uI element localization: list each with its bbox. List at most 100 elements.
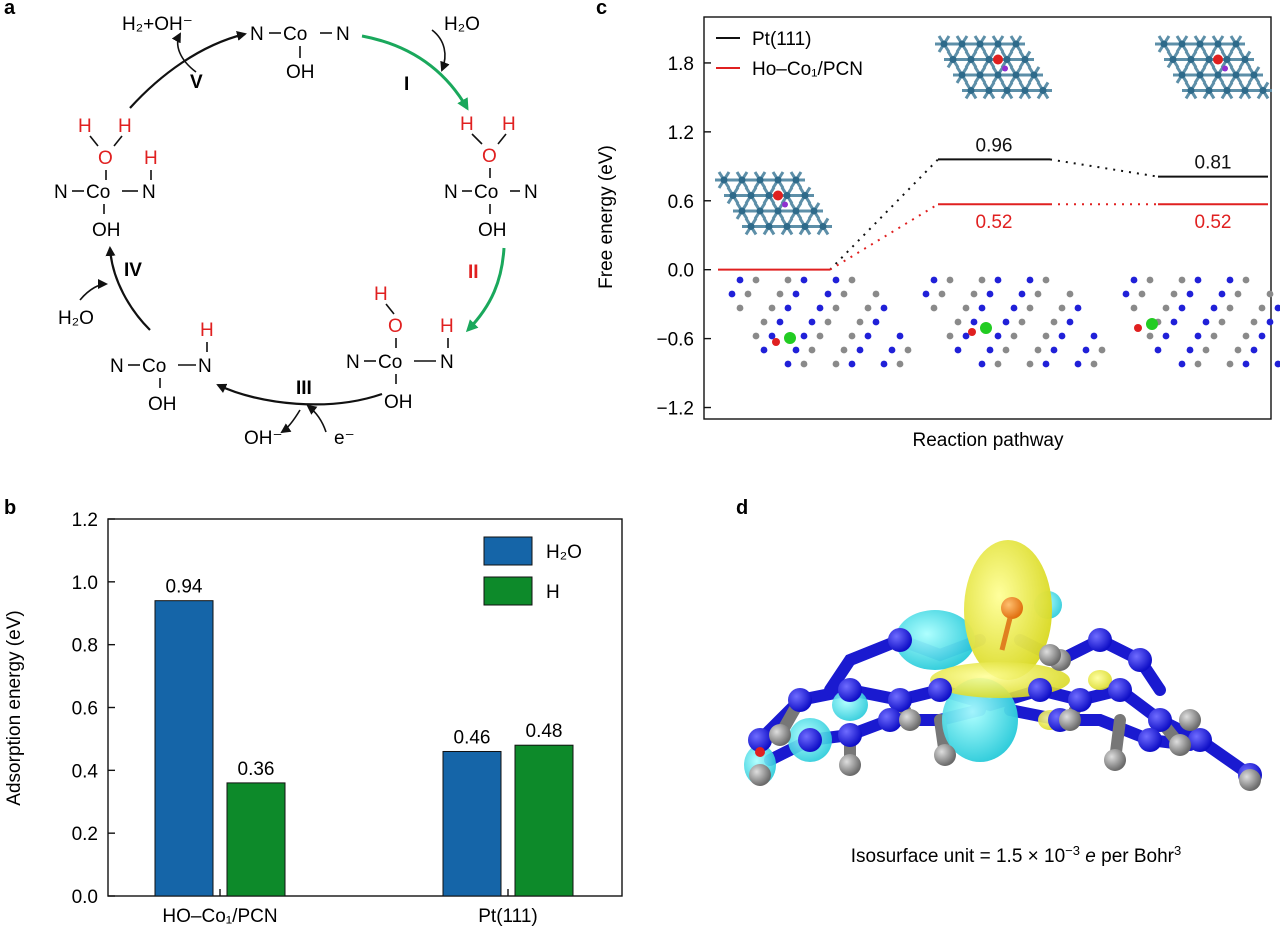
pcn-atom xyxy=(1058,304,1066,312)
reagent-water-I: H₂O xyxy=(444,14,480,35)
pcn-atom xyxy=(1074,360,1082,368)
pt-atom xyxy=(1196,71,1204,79)
pcn-atom xyxy=(1178,304,1186,312)
adsorbate-atom xyxy=(1213,54,1223,65)
pcn-atom xyxy=(1218,318,1226,326)
adsorbate-atom xyxy=(782,201,788,208)
pcn-atom xyxy=(1122,290,1130,298)
nitrogen-atom xyxy=(1068,688,1092,712)
caption-electron: e xyxy=(1085,846,1096,867)
y-tick-label: 0.2 xyxy=(72,824,98,845)
pcn-atom xyxy=(1010,304,1018,312)
pcn-atom xyxy=(1050,346,1058,354)
pt-atom xyxy=(801,222,809,230)
atom-spheres xyxy=(748,628,1262,791)
isosurface-caption: Isosurface unit = 1.5 × 10−3 e per Bohr3 xyxy=(851,843,1182,868)
pcn-atom xyxy=(1274,360,1280,368)
pcn-structure xyxy=(728,276,1280,368)
pcn-atom xyxy=(930,276,938,284)
pcn-atom xyxy=(800,276,808,284)
atom-h: H xyxy=(440,316,454,337)
panel-c-label: c xyxy=(596,0,607,19)
pt-atom xyxy=(801,191,809,199)
pcn-atom xyxy=(1218,290,1226,298)
bar-value-label: 0.46 xyxy=(454,727,491,748)
pcn-atom xyxy=(760,318,768,326)
atom-oh: OH xyxy=(148,394,177,415)
pt-atom xyxy=(792,207,800,215)
pt-atom xyxy=(1178,71,1186,79)
pt-atom xyxy=(1039,86,1047,94)
atom-h: H xyxy=(502,114,516,135)
step-IV-label: IV xyxy=(124,260,142,281)
pcn-atom xyxy=(922,290,930,298)
pt-atom xyxy=(783,222,791,230)
pcn-atom xyxy=(736,304,744,312)
o-co-bond xyxy=(999,617,1013,651)
free-energy-diagram: −1.2−0.60.00.61.21.8 Free energy (eV) Re… xyxy=(596,16,1280,451)
pcn-atom xyxy=(784,360,792,368)
yellow-lobe xyxy=(1088,670,1112,690)
pcn-atom xyxy=(880,360,888,368)
nitrogen-atom xyxy=(838,723,862,747)
atom-oh: OH xyxy=(384,392,413,413)
pcn-atom xyxy=(978,276,986,284)
pt-atom xyxy=(967,86,975,94)
pt-atom xyxy=(994,40,1002,48)
pcn-atom xyxy=(1234,346,1242,354)
pt-atom xyxy=(738,176,746,184)
atom-n: N xyxy=(198,356,212,377)
legend-label-h: H xyxy=(546,582,560,603)
carbon-atom xyxy=(769,724,791,746)
pcn-atom xyxy=(1042,276,1050,284)
atom-co: Co xyxy=(474,182,498,203)
cyan-lobe xyxy=(895,610,975,670)
atom-o: O xyxy=(98,148,113,169)
pcn-atom xyxy=(970,318,978,326)
nitrogen-atom xyxy=(928,678,952,702)
adsorbate-atom xyxy=(993,54,1003,65)
y-tick-label: 0.8 xyxy=(72,636,98,657)
step-IV-arrow xyxy=(105,246,151,331)
pcn-atom xyxy=(808,318,816,326)
y-tick-label: 0.4 xyxy=(72,761,99,782)
nitrogen-atom xyxy=(1148,708,1172,732)
pcn-atom xyxy=(1242,276,1250,284)
category-label: Pt(111) xyxy=(478,906,538,927)
electron-in-III-arrow xyxy=(306,404,327,433)
atom-n: N xyxy=(346,352,360,373)
bar xyxy=(442,750,502,897)
co-atom xyxy=(1146,318,1158,330)
pt-atom xyxy=(720,176,728,184)
reagent-water-IV: H₂O xyxy=(58,308,94,329)
energy-value-label: 0.52 xyxy=(1195,212,1232,233)
pt-atom xyxy=(1241,55,1249,63)
step-I-arrow xyxy=(361,34,469,111)
pt-slab-structure xyxy=(715,35,1272,236)
atom-h: H xyxy=(144,148,158,169)
pt-atom xyxy=(738,207,746,215)
legend-label-pt: Pt(111) xyxy=(752,29,812,50)
nitrogen-atom xyxy=(1128,648,1152,672)
legend-swatch-h2o xyxy=(483,536,533,566)
species-bottom-left: H N Co N OH xyxy=(110,320,214,415)
adsorbate-atom xyxy=(773,190,783,201)
pt-atom xyxy=(1241,86,1249,94)
pt-atom xyxy=(1232,71,1240,79)
bar xyxy=(514,744,574,897)
species-bottom-right: H O H N Co N OH xyxy=(346,284,454,413)
pt-atom xyxy=(1196,40,1204,48)
pt-atom xyxy=(1021,55,1029,63)
species-right: H H O N Co N OH xyxy=(444,114,538,241)
nitrogen-atom xyxy=(1088,628,1112,652)
step-I-label: I xyxy=(404,74,409,95)
pt-atom xyxy=(1187,55,1195,63)
pcn-atom xyxy=(1194,276,1202,284)
pcn-atom xyxy=(872,290,880,298)
pcn-atom xyxy=(1050,318,1058,326)
pcn-atom xyxy=(1146,332,1154,340)
pcn-atom xyxy=(1018,318,1026,326)
pcn-atom xyxy=(792,346,800,354)
panel-a-label: a xyxy=(4,0,16,19)
pcn-atom xyxy=(1018,290,1026,298)
